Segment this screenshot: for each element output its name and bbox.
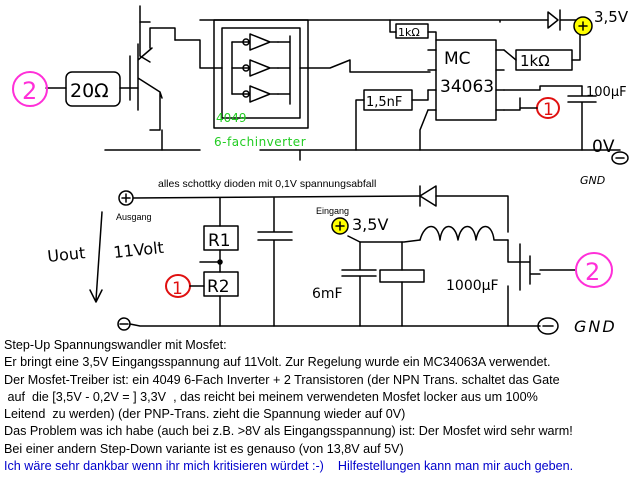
input-rail: [347, 235, 421, 243]
mc34063-label-line2: 34063: [440, 77, 494, 97]
description-line: Leitend zu werden) (der PNP-Trans. zieht…: [4, 407, 406, 422]
inverter-description: 6-fachinverter: [214, 135, 306, 149]
output-label: Ausgang: [116, 212, 152, 222]
gate-resistor-value: 20Ω: [70, 80, 109, 102]
inverter-part-number: 4049: [216, 111, 247, 125]
inverter-inner-box: [221, 27, 301, 119]
ic-to-ground: [419, 109, 429, 151]
schottky-note: alles schottky dioden mit 0,1V spannungs…: [158, 178, 376, 190]
uout-arrow: [89, 211, 103, 303]
output-terminal-plus: [121, 193, 131, 203]
bottom-gnd-label: GND: [574, 317, 617, 336]
gate-resistor: [65, 71, 121, 107]
r-top-1k-value: 1kΩ: [398, 26, 420, 39]
r-top-leads: [389, 19, 437, 41]
r2-box: [203, 271, 239, 297]
bottom-node-1-label: 1: [172, 279, 183, 299]
output-rail: [132, 195, 421, 199]
inverter-gate-3: [231, 85, 279, 103]
input-label: Eingang: [316, 206, 349, 216]
inverter-gate-1-bubble: [242, 38, 250, 46]
uout-label: Uout: [46, 243, 86, 266]
driver-transistors: [129, 27, 176, 131]
uout-value: 11Volt: [112, 238, 164, 262]
cap-timing-value: 1,5nF: [366, 95, 402, 110]
bottom-node-2-label: 2: [585, 258, 600, 286]
description-text: Step-Up Spannungswandler mit Mosfet: Er …: [4, 337, 638, 475]
cap-out-symbol: [567, 85, 597, 151]
bottom-ground-terminal: [537, 317, 559, 335]
closing-help: Hilfestellungen kann man mir auch geben.: [337, 459, 574, 474]
cap-1000uf-body: [379, 269, 425, 283]
divider-wires: [199, 197, 221, 327]
ground-0v-label: 0V: [592, 137, 615, 157]
description-line: Bei einer andern Step-Down variante ist …: [4, 441, 404, 456]
top-supply-rail: [139, 5, 549, 23]
cap-6mf-symbol: [341, 241, 377, 327]
top-gnd-label: GND: [580, 174, 605, 187]
cap-1000uf-value: 1000μF: [446, 278, 499, 294]
description-line: Das Problem was ich habe (auch bei z.B. …: [4, 424, 573, 439]
bottom-node-2-circle: [575, 252, 613, 288]
input-plus-sign: [335, 221, 345, 231]
mosfet-symbol: [507, 239, 541, 327]
mc34063-ic-body: [435, 39, 497, 121]
inverter-box: [213, 19, 309, 129]
closing-line: Ich wäre sehr dankbar wenn ihr mich krit…: [4, 458, 638, 475]
cap-timing-leads: [355, 89, 429, 151]
inductor-coil: [419, 225, 509, 241]
supply-diode: [547, 9, 577, 31]
description-line: auf die [3,5V - 0,2V = ] 3,3V , das reic…: [4, 389, 538, 404]
inverter-gate-3-bubble: [242, 90, 250, 98]
inverter-gate-2-bubble: [242, 64, 250, 72]
bottom-ground-rail: [129, 323, 541, 327]
r1-label: R1: [208, 231, 231, 251]
top-node-2-label: 2: [22, 77, 37, 105]
diode-to-switch: [435, 195, 509, 233]
supply-voltage: 3,5V: [594, 8, 629, 26]
output-cap: [257, 197, 293, 327]
inverter-gate-1: [231, 33, 279, 51]
inverter-to-ic-link: [299, 59, 431, 73]
r-top-1k: [395, 23, 429, 39]
top-ground-rail: [104, 149, 621, 161]
r-right-1k-value: 1kΩ: [520, 52, 550, 70]
ic-to-cap-out: [503, 85, 583, 111]
input-voltage: 3,5V: [352, 215, 388, 234]
cap-6mf-value: 6mF: [312, 286, 343, 302]
mc34063-label-line1: MC: [444, 49, 471, 69]
description-line: Er bringt eine 3,5V Eingangsspannung auf…: [4, 355, 551, 370]
r2-label: R2: [207, 277, 230, 297]
mc34063-pins: [427, 49, 505, 111]
inverter-to-driver-link: [174, 39, 223, 69]
top-node-1-label: 1: [543, 100, 554, 120]
output-diode: [419, 185, 437, 207]
closing-thanks: Ich wäre sehr dankbar wenn ihr mich krit…: [4, 459, 324, 474]
bottom-circuit: alles schottky dioden mit 0,1V spannungs…: [46, 178, 617, 336]
r1-box: [203, 225, 239, 251]
inverter-gates: [231, 33, 291, 105]
top-node-2-circle: [12, 71, 48, 107]
cap-out-value: 100μF: [586, 85, 627, 100]
divider-node-dot: [217, 259, 223, 265]
inverter-bus: [231, 35, 291, 105]
supply-plus-sign: [578, 21, 588, 31]
top-rail-left-drop: [139, 21, 151, 63]
description-line: Der Mosfet-Treiber ist: ein 4049 6-Fach …: [4, 372, 560, 387]
description-line: Step-Up Spannungswandler mit Mosfet:: [4, 338, 227, 352]
ground-terminal: [611, 151, 629, 165]
inverter-gate-2: [231, 59, 279, 77]
top-circuit: 20Ω 2 4049 6-fachinverter MC 34063: [12, 5, 629, 187]
circuit-diagram: 20Ω 2 4049 6-fachinverter MC 34063: [12, 5, 629, 336]
